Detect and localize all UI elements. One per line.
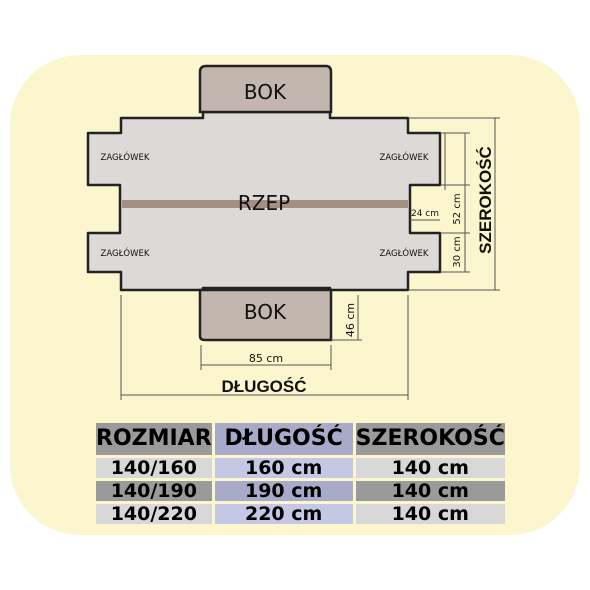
header-dlugosc: DŁUGOŚĆ	[214, 423, 353, 455]
zaglowek-top-right: ZAGŁÓWEK	[380, 151, 429, 163]
row-size: 140/160	[96, 458, 212, 478]
zaglowek-bottom-right: ZAGŁÓWEK	[380, 247, 429, 259]
cover-diagram: BOK BOK RZEP ZAGŁÓWEK ZAGŁÓWEK ZAGŁÓWEK …	[86, 64, 500, 400]
row-length: 190 cm	[214, 481, 353, 501]
row-length: 220 cm	[214, 504, 353, 524]
dim-46-label: 46 cm	[344, 303, 357, 337]
size-table: ROZMIAR DŁUGOŚĆ SZEROKOŚĆ 140/160 160 cm…	[93, 420, 508, 527]
row-size: 140/190	[96, 481, 212, 501]
zaglowek-top-left: ZAGŁÓWEK	[101, 151, 150, 163]
bok-top-label: BOK	[244, 80, 287, 104]
row-length: 160 cm	[214, 458, 353, 478]
row-width: 140 cm	[355, 458, 505, 478]
dim-52-label: 52 cm	[452, 193, 463, 224]
row-size: 140/220	[96, 504, 212, 524]
dimension-lines	[120, 117, 500, 400]
table-row: 140/190 190 cm 140 cm	[96, 481, 505, 501]
rzep-strap	[122, 200, 408, 208]
bok-bottom-label: BOK	[244, 300, 287, 324]
rzep-label: RZEP	[238, 191, 290, 215]
bok-bottom-flap	[198, 288, 333, 342]
header-szerokosc: SZEROKOŚĆ	[355, 423, 505, 455]
dim-85-label: 85 cm	[249, 352, 283, 365]
row-width: 140 cm	[355, 504, 505, 524]
dlugosc-label: DŁUGOŚĆ	[222, 377, 307, 396]
dim-30-label: 30 cm	[452, 236, 463, 267]
row-width: 140 cm	[355, 481, 505, 501]
size-table-header: ROZMIAR DŁUGOŚĆ SZEROKOŚĆ	[96, 423, 505, 455]
header-rozmiar: ROZMIAR	[96, 423, 212, 455]
table-row: 140/220 220 cm 140 cm	[96, 504, 505, 524]
szerokosc-label: SZEROKOŚĆ	[476, 146, 495, 254]
table-row: 140/160 160 cm 140 cm	[96, 458, 505, 478]
dim-24-label: 24 cm	[411, 209, 439, 219]
bok-top-flap	[198, 64, 333, 114]
zaglowek-bottom-left: ZAGŁÓWEK	[101, 247, 150, 259]
